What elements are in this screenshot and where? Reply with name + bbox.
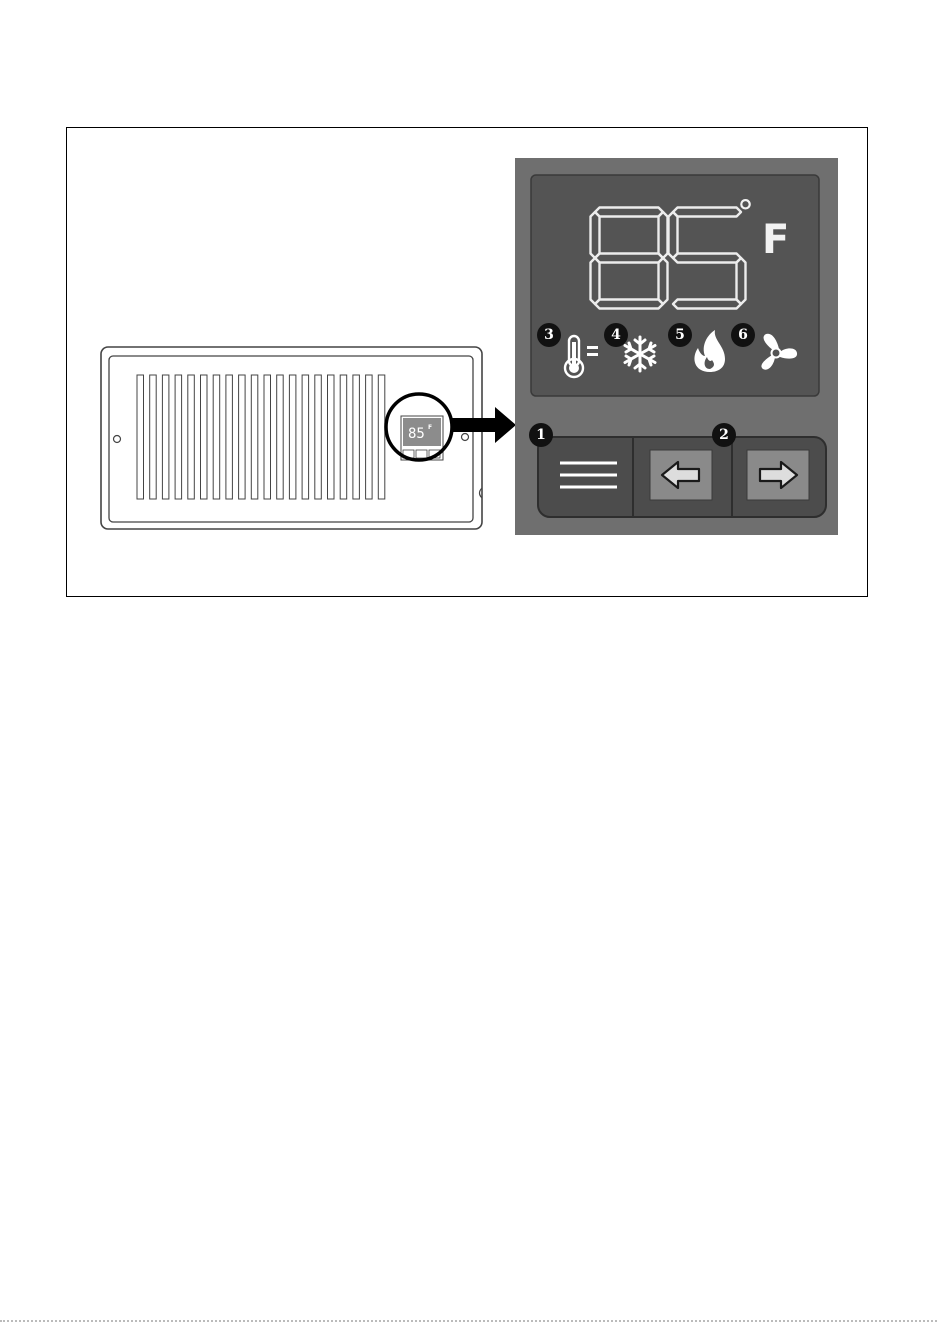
page-bottom-rule <box>0 1320 937 1322</box>
mini-unit: F <box>428 424 432 431</box>
menu-button[interactable] <box>540 439 632 515</box>
mini-temperature: 85 <box>408 426 425 442</box>
unit-letter: F <box>762 217 789 263</box>
callout-1: 1 <box>529 423 553 447</box>
vent-slot <box>201 375 208 499</box>
svg-text:1: 1 <box>536 427 546 443</box>
svg-text:3: 3 <box>544 327 554 343</box>
vent-slot <box>213 375 220 499</box>
vent-slot <box>340 375 347 499</box>
vent-slot <box>226 375 233 499</box>
vent-cover: 85 F <box>101 347 482 529</box>
svg-text:5: 5 <box>675 327 685 343</box>
callout-4: 4 <box>604 323 628 347</box>
figure-canvas: 85 F ° F <box>67 128 869 598</box>
vent-slot <box>137 375 144 499</box>
vent-slot <box>277 375 284 499</box>
figure-frame: 85 F ° F <box>66 127 868 597</box>
vent-slot <box>289 375 296 499</box>
callout-6: 6 <box>731 323 755 347</box>
vent-slot <box>378 375 385 499</box>
vent-slot <box>150 375 157 499</box>
vent-slot <box>353 375 360 499</box>
vent-screw-left <box>114 436 121 443</box>
svg-text:2: 2 <box>719 427 729 443</box>
degree-symbol: ° <box>737 193 754 233</box>
vent-slot <box>366 375 373 499</box>
callout-2: 2 <box>712 423 736 447</box>
vent-slot <box>264 375 271 499</box>
right-arrow-button[interactable] <box>747 450 809 500</box>
vent-slot <box>315 375 322 499</box>
callout-3: 3 <box>537 323 561 347</box>
svg-text:4: 4 <box>611 327 621 343</box>
vent-slot <box>302 375 309 499</box>
vent-screw-right <box>462 434 469 441</box>
vent-slot <box>188 375 195 499</box>
left-arrow-button[interactable] <box>650 450 712 500</box>
svg-text:6: 6 <box>738 327 748 343</box>
control-panel: ° F <box>515 158 838 535</box>
vent-slot <box>239 375 246 499</box>
vent-slot <box>251 375 257 499</box>
vent-slot <box>175 375 182 499</box>
mini-left-button <box>416 450 427 458</box>
vent-slot <box>328 375 335 499</box>
callout-5: 5 <box>668 323 692 347</box>
vent-slot <box>162 375 169 499</box>
